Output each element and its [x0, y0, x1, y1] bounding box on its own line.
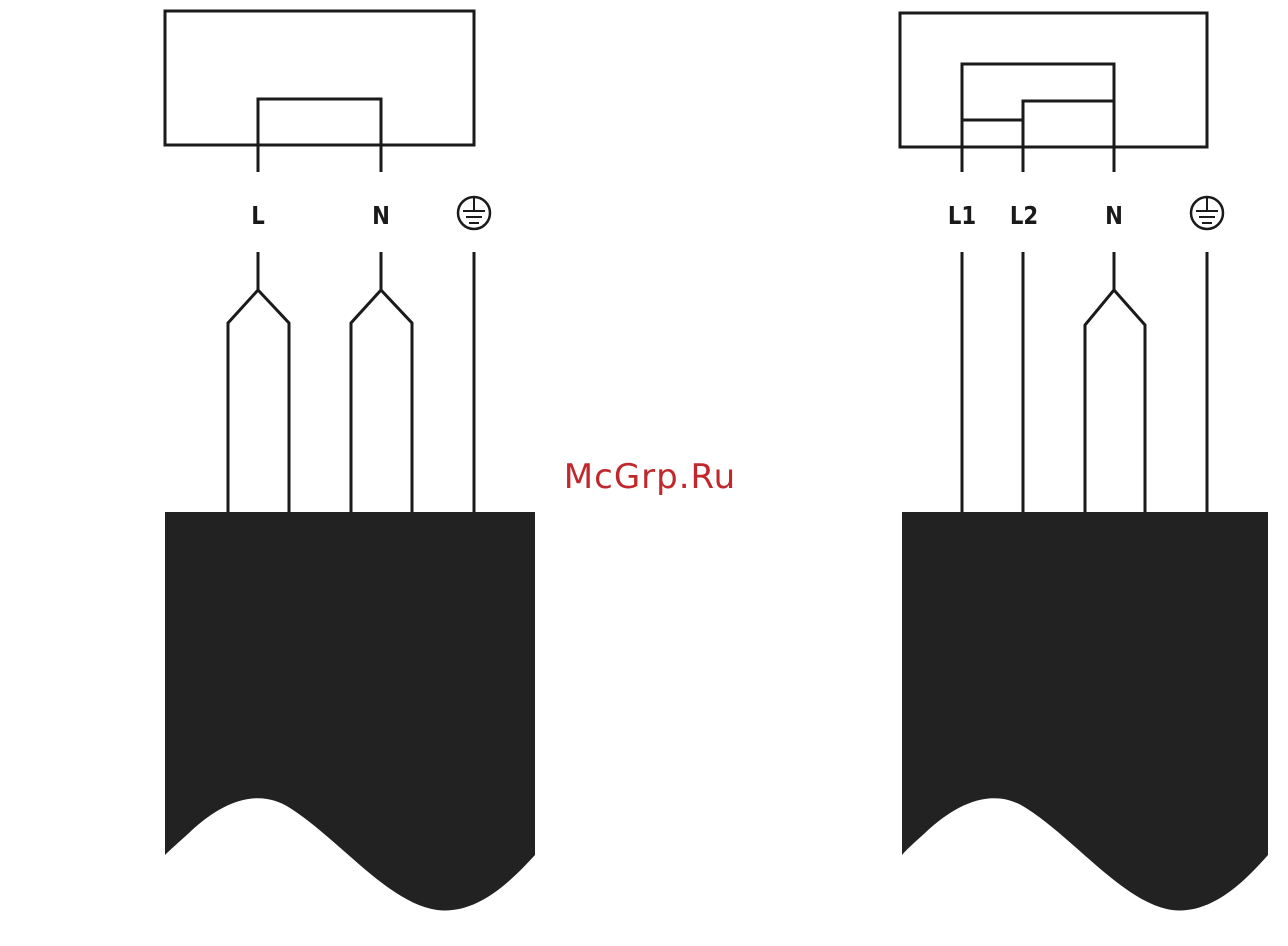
right-terminal-label-l1: L1 — [948, 201, 976, 230]
right-neutral-conductor — [1085, 252, 1145, 512]
left-terminal-label-l: L — [251, 201, 265, 230]
left-terminal-box — [165, 11, 474, 145]
left-line-conductor — [228, 252, 289, 512]
right-wiring-diagram: L1 L2 N — [900, 13, 1268, 910]
left-cable-sheath — [165, 512, 535, 910]
right-cable-sheath — [902, 512, 1268, 910]
right-protective-earth-icon — [1191, 197, 1223, 229]
watermark-text: McGrp.Ru — [564, 457, 736, 497]
left-terminal-label-n: N — [372, 201, 390, 230]
left-protective-earth-icon — [458, 197, 490, 229]
right-terminal-label-n: N — [1105, 201, 1123, 230]
right-terminal-label-l2: L2 — [1010, 201, 1038, 230]
left-neutral-conductor — [351, 252, 412, 512]
left-wiring-diagram: L N — [165, 11, 535, 910]
right-terminal-box — [900, 13, 1207, 147]
